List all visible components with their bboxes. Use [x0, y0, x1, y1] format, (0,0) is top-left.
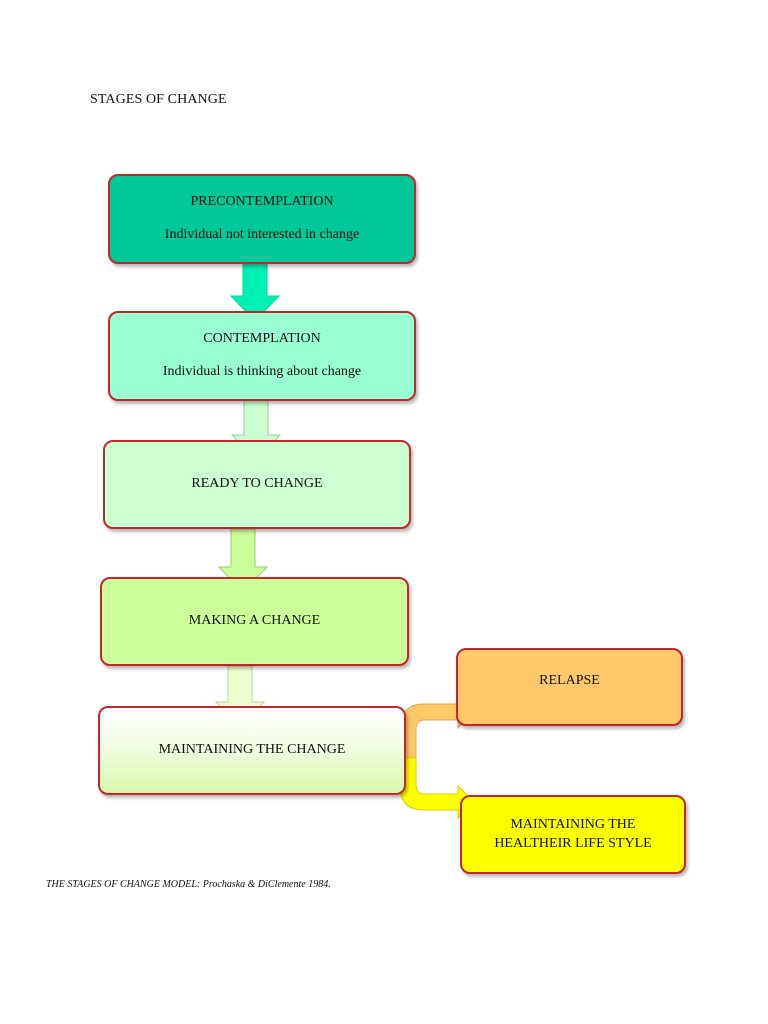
- stage-description: Individual not interested in change: [164, 227, 360, 242]
- outcome-healthier-lifestyle: MAINTAINING THE HEALTHEIR LIFE STYLE: [460, 795, 686, 874]
- arrow-down-icon: [229, 261, 281, 322]
- outcome-title: MAINTAINING THE HEALTHEIR LIFE STYLE: [494, 816, 652, 851]
- stage-ready-to-change: READY TO CHANGE: [103, 440, 411, 529]
- page-title: STAGES OF CHANGE: [90, 92, 227, 107]
- stage-description: Individual is thinking about change: [162, 364, 362, 379]
- figure-caption: THE STAGES OF CHANGE MODEL: Prochaska & …: [46, 879, 331, 890]
- stage-title: READY TO CHANGE: [191, 476, 323, 492]
- stage-making-a-change: MAKING A CHANGE: [100, 577, 409, 666]
- stage-title: MAINTAINING THE CHANGE: [158, 742, 346, 758]
- stage-title: MAKING A CHANGE: [188, 613, 321, 629]
- stage-precontemplation: PRECONTEMPLATION Individual not interest…: [108, 174, 416, 264]
- outcome-relapse: RELAPSE: [456, 648, 683, 726]
- stage-contemplation: CONTEMPLATION Individual is thinking abo…: [108, 311, 416, 401]
- outcome-title: RELAPSE: [539, 673, 600, 688]
- stage-title: PRECONTEMPLATION: [190, 194, 334, 210]
- stage-title: CONTEMPLATION: [203, 331, 321, 347]
- branch-arrow-maintain-icon: [399, 757, 475, 820]
- stage-maintaining-the-change: MAINTAINING THE CHANGE: [98, 706, 406, 795]
